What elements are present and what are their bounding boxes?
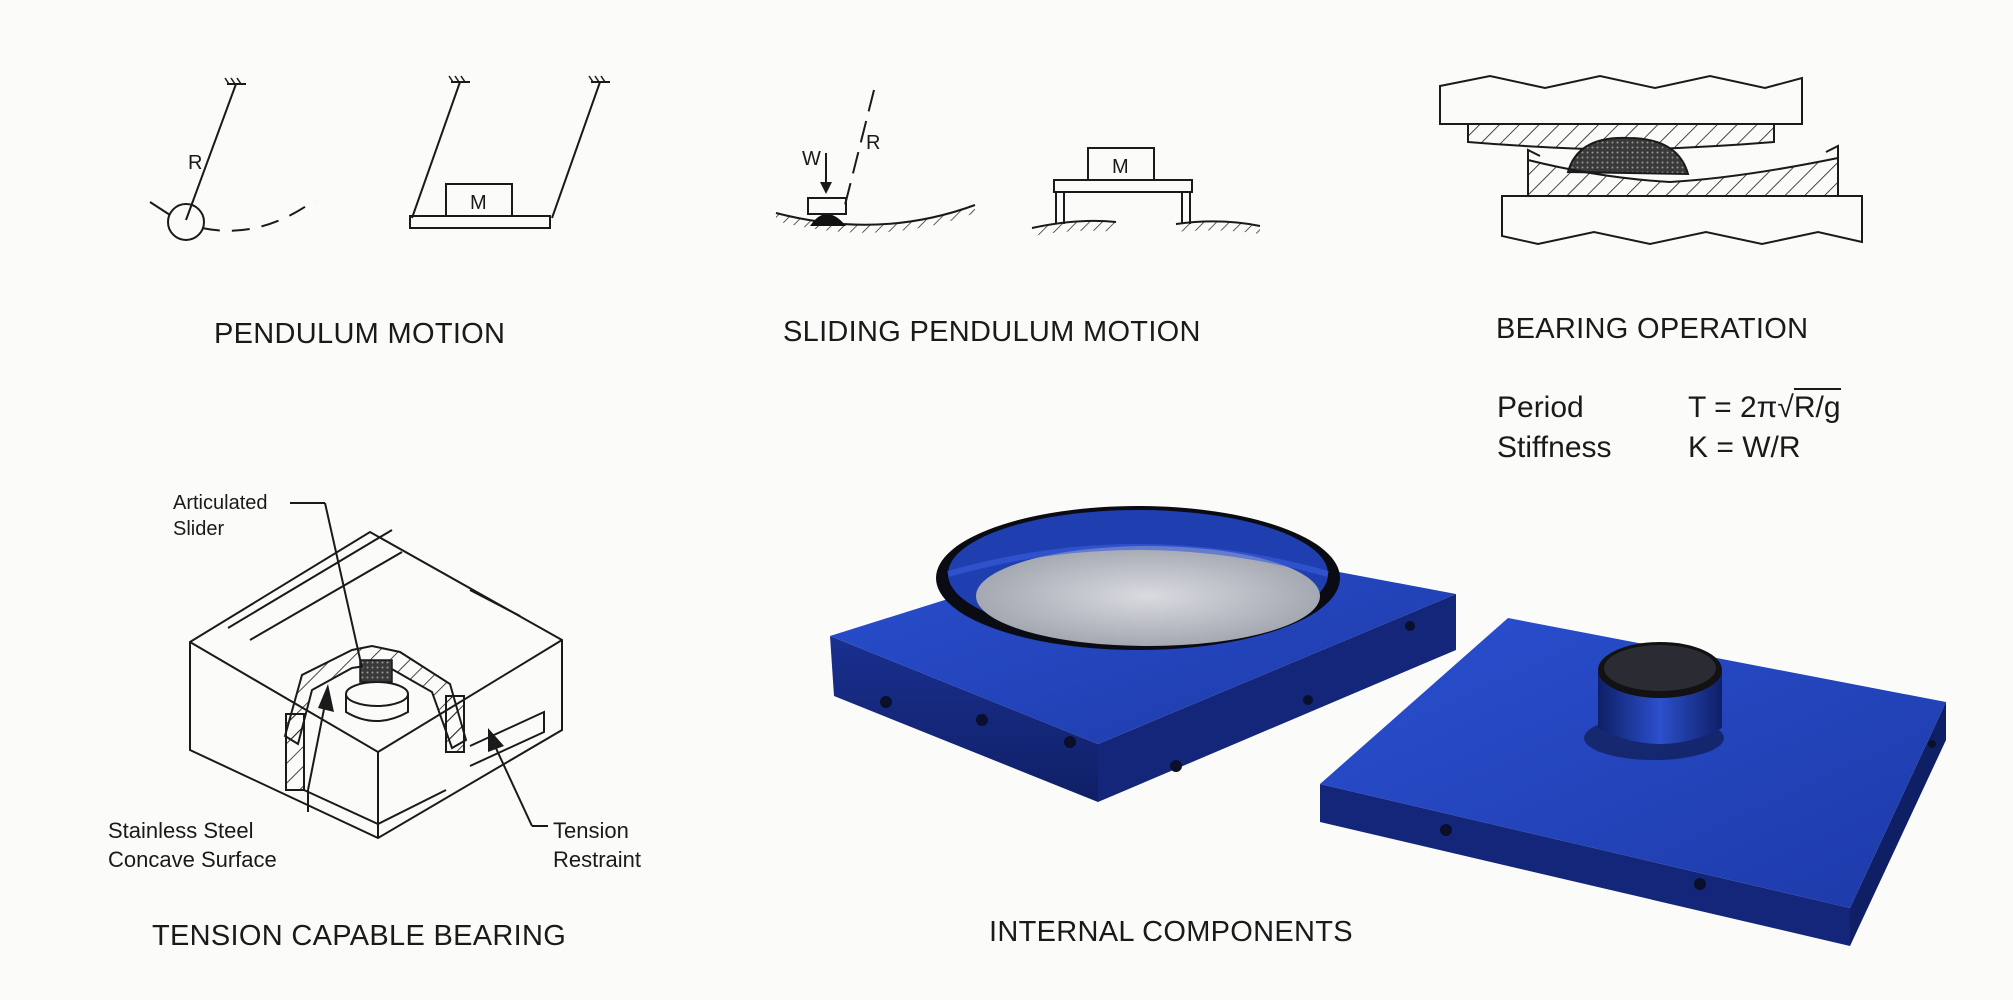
stiffness-label: Stiffness <box>1497 431 1612 464</box>
tension-bearing-diagram <box>189 502 563 840</box>
formula-block: Period T = 2π√R/g Stiffness K = W/R <box>1497 388 1841 468</box>
pendulum-radius-label: R <box>188 152 203 174</box>
tension-restraint-label: Tension Restraint <box>553 818 642 872</box>
stiffness-formula-row: Stiffness K = W/R <box>1497 428 1841 468</box>
square-root-icon: √ <box>1777 391 1794 424</box>
pendulum-motion-caption: PENDULUM MOTION <box>214 318 506 350</box>
sliding-puck-diagram <box>775 89 976 233</box>
sliding-radius-label: R <box>866 132 881 154</box>
sliding-mass-diagram <box>1031 147 1261 236</box>
bearing-operation-caption: BEARING OPERATION <box>1496 313 1809 345</box>
pendulum-mass-label: M <box>470 192 487 214</box>
period-label: Period <box>1497 391 1584 424</box>
stiffness-expression: K = W/R <box>1688 431 1801 464</box>
internal-components-caption: INTERNAL COMPONENTS <box>989 916 1353 948</box>
bearing-cross-section <box>1439 74 1863 246</box>
simple-pendulum-diagram <box>149 77 316 241</box>
period-formula-row: Period T = 2π√R/g <box>1497 388 1841 428</box>
sliding-mass-label: M <box>1112 156 1129 178</box>
suspended-mass-diagram <box>409 75 610 229</box>
articulated-slider-label: Articulated Slider <box>173 492 268 540</box>
tension-bearing-caption: TENSION CAPABLE BEARING <box>152 920 567 952</box>
sliding-pendulum-caption: SLIDING PENDULUM MOTION <box>783 316 1201 348</box>
period-expression: T = 2π√R/g <box>1688 388 1841 428</box>
internal-components-illustration <box>830 506 1946 946</box>
sliding-weight-label: W <box>802 148 821 170</box>
concave-surface-label: Stainless Steel Concave Surface <box>108 818 277 872</box>
